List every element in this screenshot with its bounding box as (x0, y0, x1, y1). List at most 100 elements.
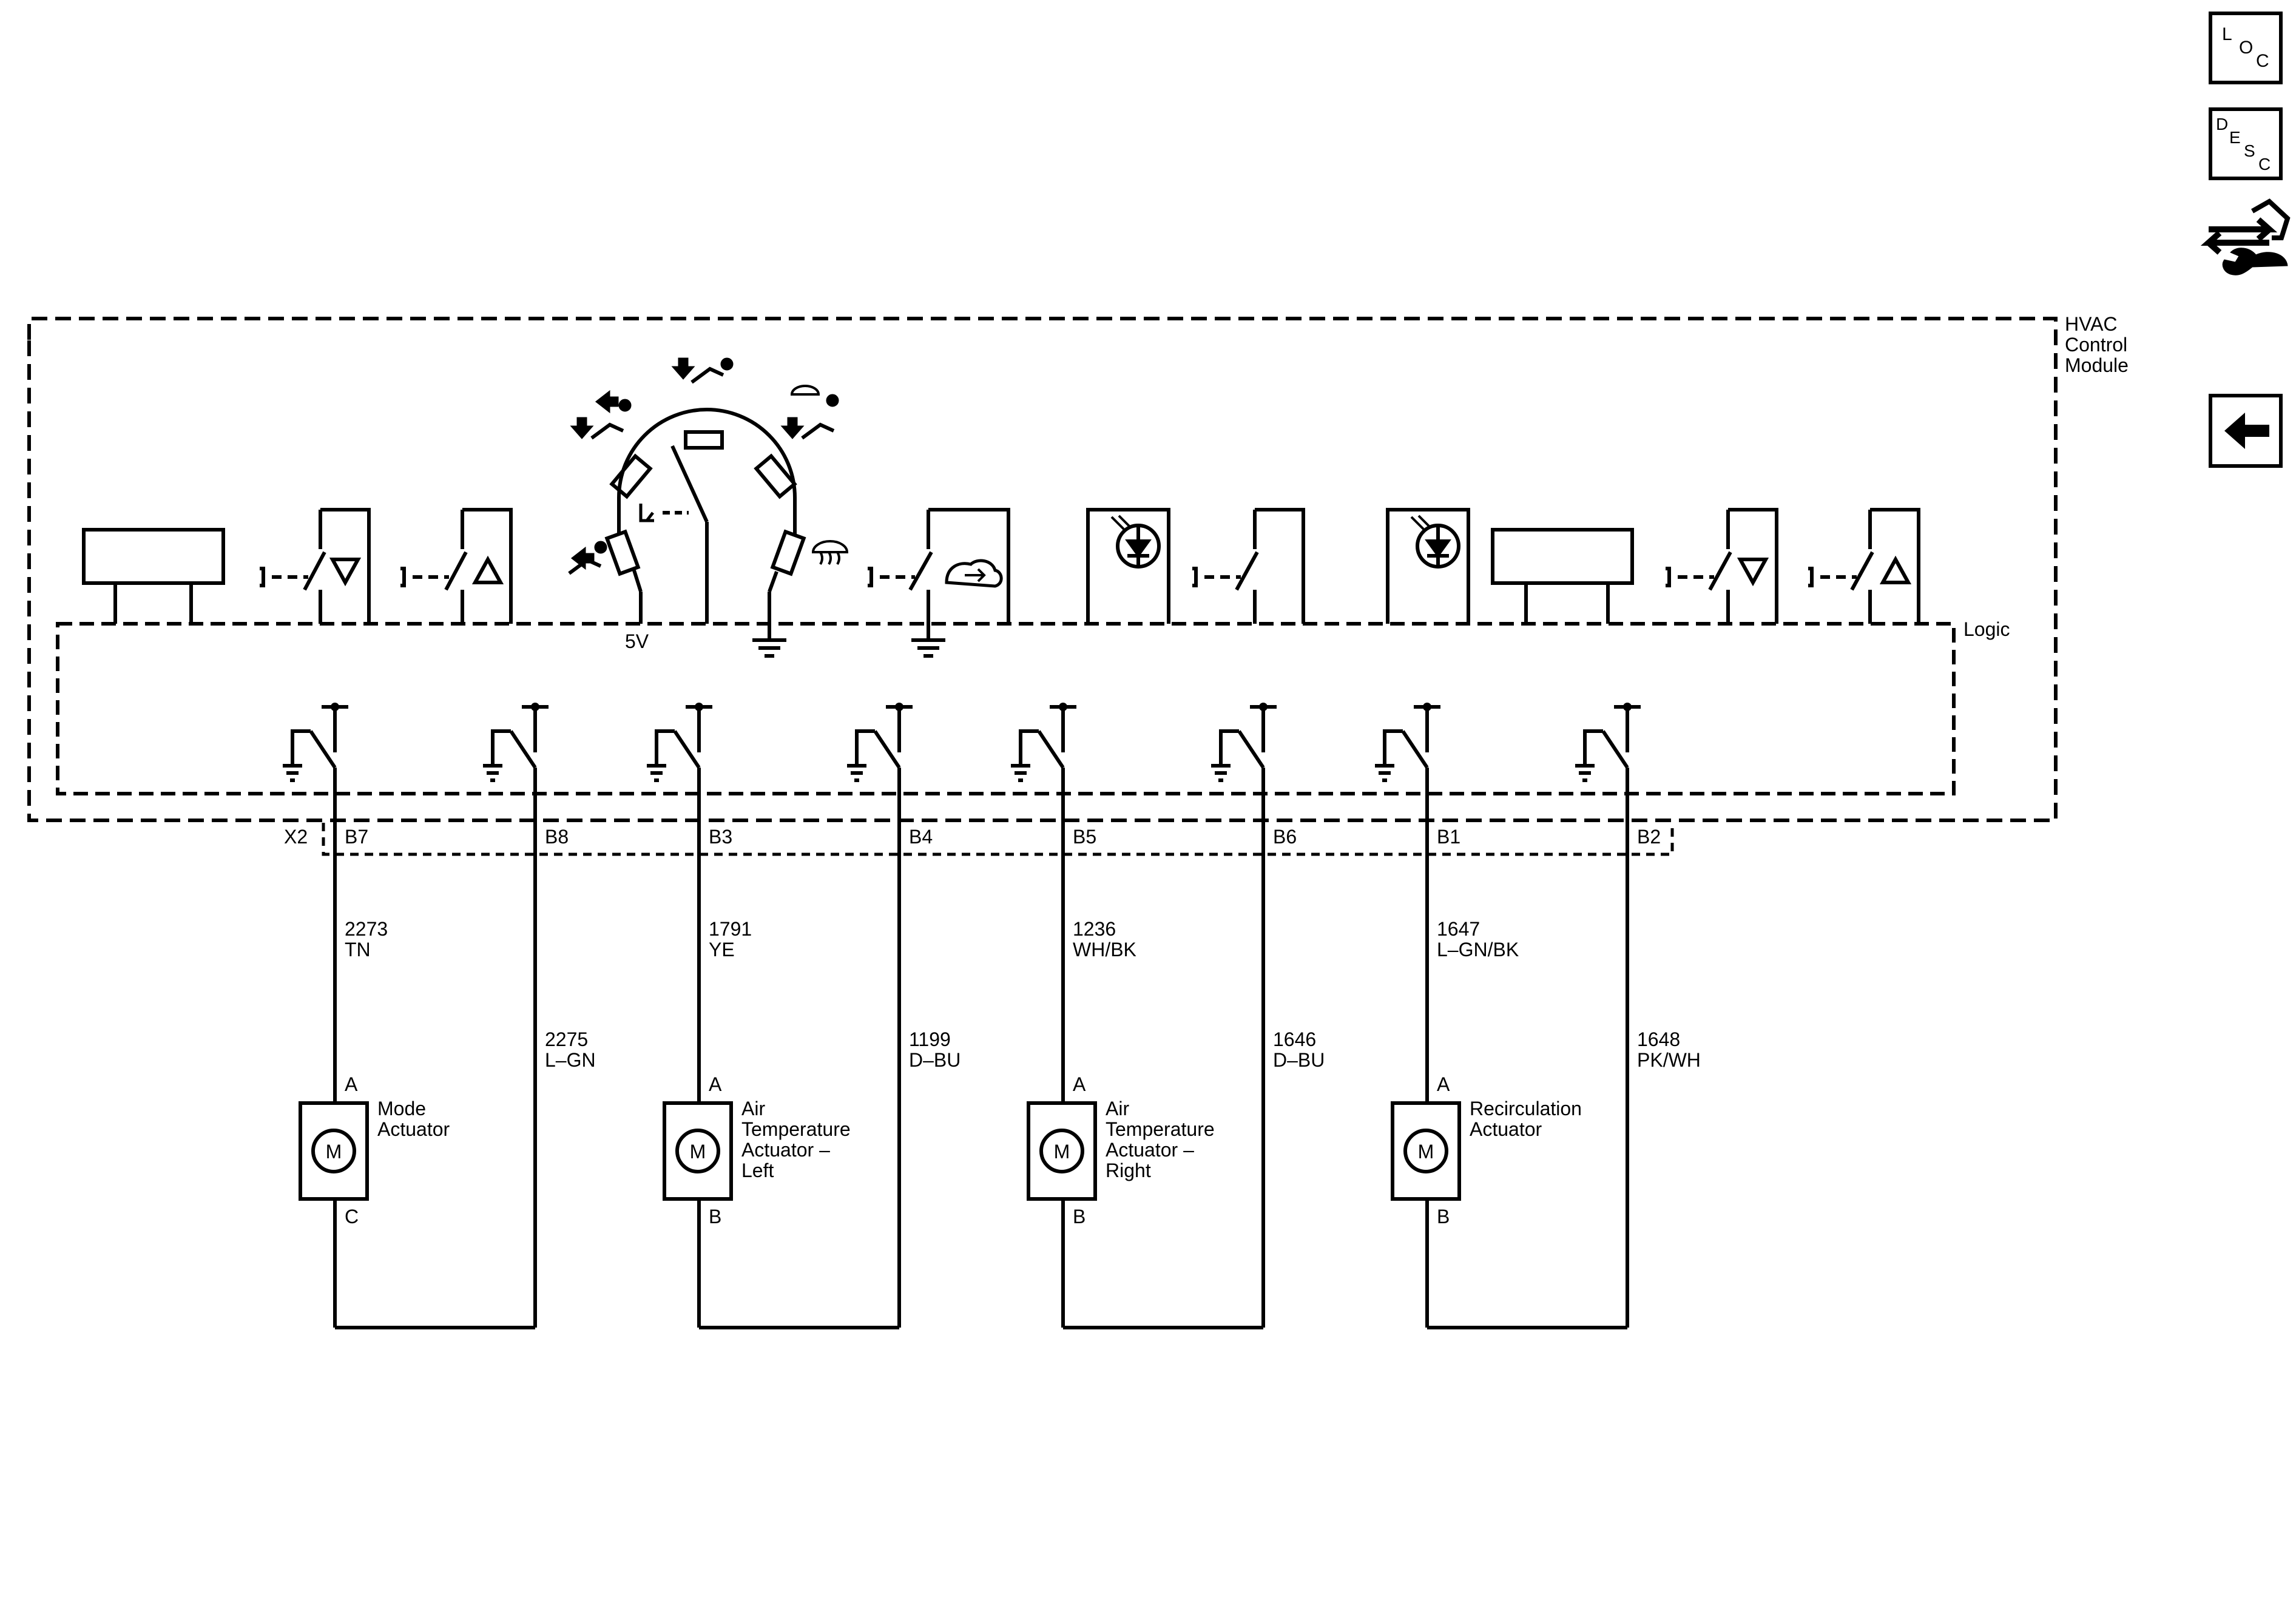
actuator-pin-top: A (709, 1073, 722, 1095)
air-temperature-actuator-right (1027, 1101, 1097, 1201)
actuator-pin-top: A (1437, 1073, 1450, 1095)
actuator-name: Right (1106, 1160, 1151, 1181)
circuit-number: 1199 (909, 1028, 951, 1050)
output-driver-switch (283, 703, 348, 823)
actuator-name: Air (1106, 1098, 1129, 1119)
circuit-color: L–GN/BK (1437, 939, 1519, 960)
logic-label: Logic (1963, 618, 2010, 640)
motor-icon (675, 1129, 720, 1173)
temp-down-switch-right (1666, 508, 1778, 624)
hvac-control-module (27, 317, 2058, 822)
module-name-line-3: Module (2065, 354, 2129, 376)
actuator-name: Recirculation (1470, 1098, 1582, 1119)
recirculation-actuator (1391, 1101, 1461, 1201)
driver-ground-lead (1219, 729, 1239, 766)
pin-label-b6: B6 (1273, 826, 1297, 848)
floor-vent-icon (671, 357, 734, 384)
circuit-number: 1647 (1437, 918, 1480, 940)
circuit-color: YE (709, 939, 735, 960)
circuit-color: WH/BK (1073, 939, 1136, 960)
connector-repair-button[interactable] (2200, 198, 2291, 275)
driver-ground-lead (655, 729, 675, 766)
actuator-pin-top: A (1073, 1073, 1086, 1095)
actuator-name: Actuator (377, 1118, 450, 1140)
defrost-floor-icon (780, 385, 839, 440)
vent-mode-icons (568, 357, 849, 575)
loc-letter: O (2239, 38, 2253, 58)
connector-label: X2 (284, 826, 308, 848)
actuator-name: Mode (377, 1098, 426, 1119)
circuit-color: D–BU (909, 1049, 961, 1071)
actuator-name: Actuator – (741, 1139, 830, 1161)
driver-ground-lead (1019, 729, 1039, 766)
actuator-name: Temperature (741, 1118, 851, 1140)
driver-blade (873, 730, 901, 769)
connector-repair-icon (2200, 198, 2291, 275)
desc-letter: C (2258, 155, 2271, 174)
ground-icon (911, 638, 945, 658)
plain-switch (1192, 508, 1305, 624)
circuit-color: PK/WH (1637, 1049, 1701, 1071)
output-driver-switch (1011, 703, 1076, 823)
loc-button-icon: L O C (2222, 24, 2269, 71)
driver-blade (509, 730, 537, 769)
output-driver-switch (1575, 703, 1641, 823)
air-temperature-actuator-left (663, 1101, 733, 1201)
temp-up-switch-right (1808, 508, 1920, 624)
output-driver-switch (483, 703, 549, 823)
actuator-pin-bottom: C (345, 1206, 359, 1227)
module-name-line-2: Control (2065, 334, 2127, 356)
motor-symbol: M (690, 1141, 706, 1163)
driver-blade (1037, 730, 1065, 769)
pin-label-b4: B4 (909, 826, 933, 848)
circuit-color: L–GN (545, 1049, 596, 1071)
desc-letter: D (2216, 115, 2228, 133)
output-driver-switch (1211, 703, 1277, 823)
motor-symbol: M (1418, 1141, 1434, 1163)
actuator-name: Actuator (1470, 1118, 1542, 1140)
driver-ground-lead (1383, 729, 1403, 766)
output-driver-switch (647, 703, 712, 823)
desc-button-icon: D E S C (2216, 115, 2271, 174)
output-driver-switch (1375, 703, 1440, 823)
connector-x2 (322, 823, 1674, 856)
desc-button[interactable]: D E S C (2209, 107, 2283, 180)
pin-label-b2: B2 (1637, 826, 1661, 848)
loc-letter: L (2222, 24, 2232, 44)
circuit-number: 1791 (709, 918, 752, 940)
driver-ground-lead (491, 729, 511, 766)
driver-blade (1401, 730, 1429, 769)
desc-letter: S (2244, 141, 2255, 160)
loc-button[interactable]: L O C (2209, 12, 2283, 84)
actuator-name: Temperature (1106, 1118, 1215, 1140)
pin-label-b3: B3 (709, 826, 732, 848)
indicator-led-icon (1086, 508, 1170, 624)
actuator-pin-top: A (345, 1073, 358, 1095)
actuator-pin-bottom: B (1437, 1206, 1450, 1227)
logic-block (56, 622, 1956, 795)
back-arrow-icon (2224, 413, 2269, 449)
circuit-number: 2275 (545, 1028, 588, 1050)
driver-ground-lead (855, 729, 875, 766)
circuit-wires (333, 823, 1629, 1329)
actuator-name: Actuator – (1106, 1139, 1194, 1161)
driver-ground-lead (291, 729, 311, 766)
module-name-line-1: HVAC (2065, 313, 2118, 335)
temp-up-switch-left (400, 508, 513, 624)
supply-voltage-label: 5V (625, 630, 649, 652)
driver-blade (673, 730, 701, 769)
circuit-number: 1236 (1073, 918, 1116, 940)
panel-vent-icon (568, 541, 607, 575)
circuit-number: 2273 (345, 918, 388, 940)
defrost-icon (811, 540, 849, 565)
actuator-name: Air (741, 1098, 765, 1119)
back-button[interactable] (2209, 394, 2283, 468)
actuator-name: Left (741, 1160, 774, 1181)
motor-symbol: M (326, 1141, 342, 1163)
output-drivers (283, 703, 1641, 823)
control-head-left (82, 528, 225, 585)
recirculation-switch (868, 508, 1010, 640)
actuator-pin-bottom: B (709, 1206, 721, 1227)
actuator-pin-bottom: B (1073, 1206, 1086, 1227)
